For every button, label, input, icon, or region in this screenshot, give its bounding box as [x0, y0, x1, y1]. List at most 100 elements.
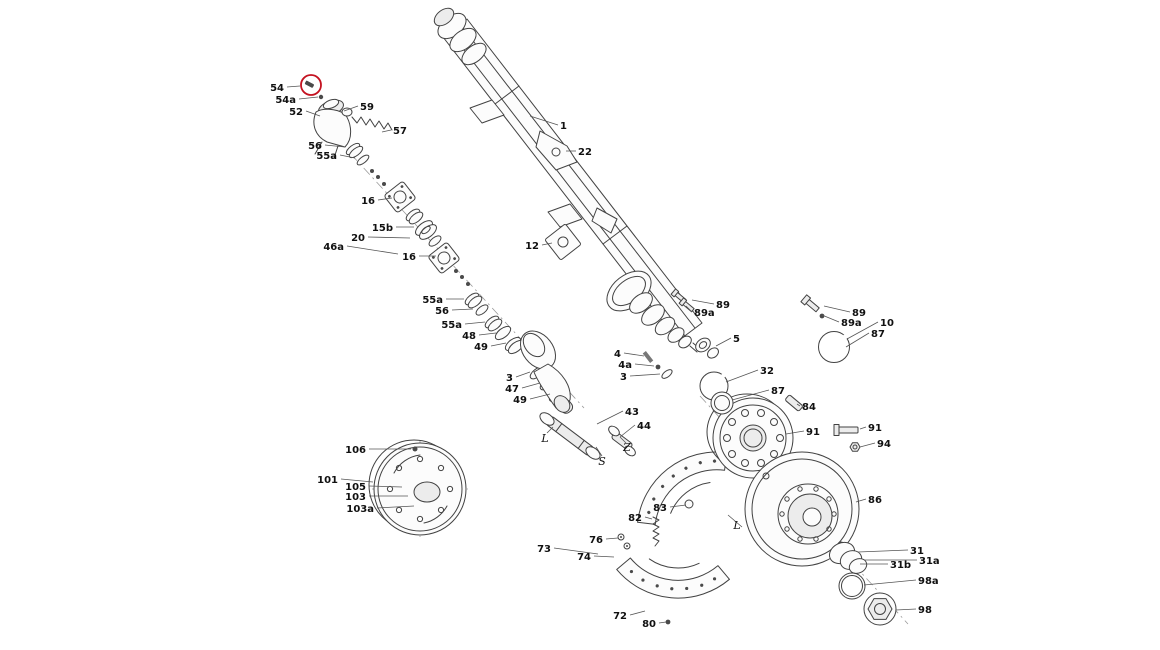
part-label-82: 82: [628, 513, 642, 524]
bolt-89: [800, 294, 820, 313]
part-label-49: 49: [474, 342, 488, 353]
part-label-57: 57: [393, 126, 407, 137]
leader-line-20: [367, 236, 411, 239]
hub-cap-98: [863, 592, 897, 626]
backing-plate: [368, 439, 467, 536]
part-label-72: 72: [613, 611, 627, 622]
leader-line-84: [796, 403, 801, 407]
part-label-55a: 55a: [441, 320, 462, 331]
part-label-86: 86: [868, 495, 882, 506]
part-label-55a: 55a: [422, 295, 443, 306]
spindle-washer: [695, 337, 711, 353]
leader-line-31: [857, 549, 909, 553]
spring-seat-lower: [547, 203, 583, 228]
grease-cap: [341, 107, 353, 117]
leader-line-12: [541, 242, 553, 246]
leader-line-3: [515, 371, 531, 378]
leader-line-91: [859, 426, 867, 430]
leader-line-59: [343, 105, 359, 112]
part-label-4a: 4a: [618, 360, 632, 371]
leader-line-73: [553, 547, 599, 555]
leader-line-89a: [685, 305, 693, 313]
part-label-91: 91: [806, 427, 820, 438]
return-spring-82: [652, 516, 660, 547]
plate-12: [545, 224, 581, 260]
part-label-20: 20: [351, 233, 365, 244]
part-label-87: 87: [871, 329, 885, 340]
part-label-S: S: [598, 455, 606, 468]
part-label-32: 32: [760, 366, 774, 377]
part-label-31b: 31b: [890, 560, 911, 571]
leader-line-16: [377, 197, 393, 201]
brake-shoe-lower: [614, 555, 732, 604]
leader-line-32: [725, 369, 759, 383]
part-label-103a: 103a: [346, 504, 374, 515]
part-label-101: 101: [317, 475, 338, 486]
highlight-circle: [300, 74, 322, 96]
leader-line-55a: [339, 154, 356, 159]
bearing-plate-16: [428, 242, 460, 274]
o-ring-98a: [838, 572, 866, 600]
leader-line-54: [286, 85, 301, 88]
leader-line-4: [623, 352, 645, 357]
part-label-83: 83: [653, 503, 667, 514]
leader-line-72: [629, 610, 646, 616]
leader-line-83: [669, 504, 687, 508]
leader-line-76: [605, 537, 619, 540]
part-label-106: 106: [345, 445, 366, 456]
part-label-46a: 46a: [323, 242, 344, 253]
leader-lines: [286, 85, 917, 624]
part-label-55a: 55a: [316, 151, 337, 162]
part-label-89a: 89a: [694, 308, 715, 319]
leader-line-105: [368, 485, 403, 488]
axle-beam: [433, 7, 719, 359]
part-label-87: 87: [771, 386, 785, 397]
part-label-47: 47: [505, 384, 519, 395]
spring-57: [351, 116, 393, 131]
part-label-89: 89: [852, 308, 866, 319]
leader-line-89a: [821, 314, 840, 323]
part-label-49: 49: [513, 395, 527, 406]
leader-line-52: [305, 110, 321, 117]
part-label-16: 16: [402, 252, 416, 263]
part-label-103: 103: [345, 492, 366, 503]
nut-4a: [655, 364, 661, 370]
leader-line-49: [529, 393, 551, 400]
part-label-52: 52: [289, 107, 303, 118]
leader-line-91: [785, 430, 805, 435]
steering-knuckle-upper: [313, 94, 353, 159]
part-label-105: 105: [345, 482, 366, 493]
leader-line-56: [324, 144, 346, 148]
leader-line-44: [619, 424, 636, 438]
part-label-54: 54: [270, 83, 284, 94]
part-label-3: 3: [620, 372, 627, 383]
spider-bolt-icon: [678, 297, 695, 313]
bracket-small: [591, 207, 618, 234]
part-label-1: 1: [560, 121, 567, 132]
bracket-22: [535, 130, 578, 171]
leader-line-1: [529, 115, 559, 126]
shoe-hardware: [617, 499, 694, 625]
steering-knuckle-lower: [519, 330, 673, 413]
leader-line-101: [340, 478, 374, 483]
screw-106: [412, 446, 418, 452]
part-label-10: 10: [880, 318, 894, 329]
center-hole: [413, 481, 441, 503]
part-label-L: L: [540, 432, 548, 445]
leader-line-47: [521, 382, 541, 389]
fastener-parts-right: [699, 294, 861, 452]
part-label-56: 56: [435, 306, 449, 317]
part-label-Z: Z: [622, 441, 631, 454]
part-label-59: 59: [360, 102, 374, 113]
leader-line-5: [715, 337, 732, 347]
leader-line-98a: [863, 579, 917, 586]
part-label-84: 84: [802, 402, 816, 413]
kingpin-parts-chain: [345, 142, 574, 414]
part-label-3: 3: [506, 373, 513, 384]
part-label-48: 48: [462, 331, 476, 342]
leader-line-80: [658, 621, 667, 624]
nut-94: [849, 442, 861, 452]
part-label-4: 4: [614, 349, 621, 360]
